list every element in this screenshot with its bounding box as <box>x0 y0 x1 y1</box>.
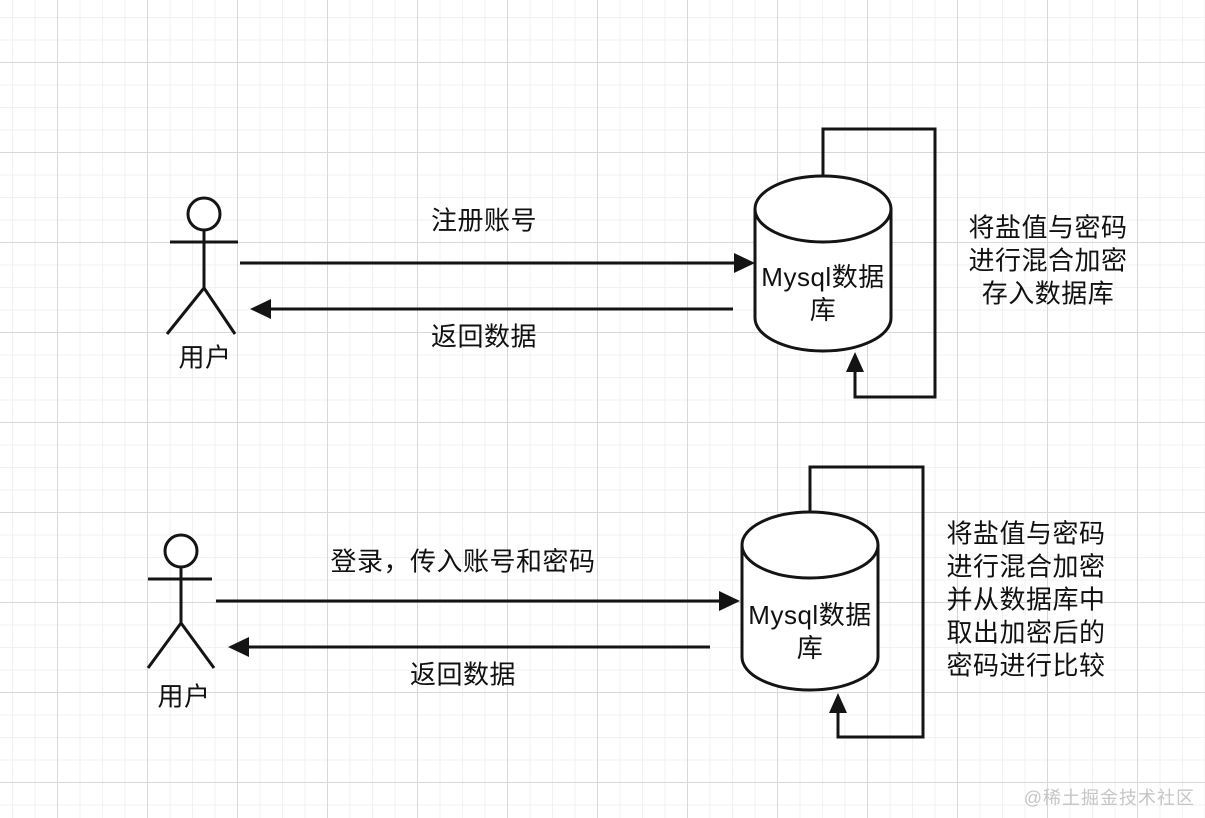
register-actor-label: 用户 <box>178 342 232 373</box>
annotation-line: 并从数据库中 <box>946 584 1106 615</box>
database-self-loop-arrow <box>810 467 923 737</box>
database-label-line: Mysql数据 <box>748 600 872 630</box>
annotation-line: 进行混合加密 <box>946 551 1106 582</box>
login-annotation: 将盐值与密码 进行混合加密 并从数据库中 取出加密后的 密码进行比较 <box>946 518 1105 683</box>
annotation-line: 将盐值与密码 <box>946 518 1106 549</box>
request-arrow <box>216 591 740 611</box>
request-arrow <box>240 253 755 273</box>
actor-stick-figure <box>148 535 214 668</box>
response-arrow <box>228 637 710 657</box>
database-label-line: 库 <box>809 295 837 325</box>
login-database-label: Mysql数据 库 <box>748 599 871 665</box>
register-request-label: 注册账号 <box>430 205 538 236</box>
juejin-watermark: @稀土掘金技术社区 <box>1023 788 1195 808</box>
actor-stick-figure <box>167 198 238 334</box>
response-arrow <box>250 299 733 319</box>
register-response-label: 返回数据 <box>430 321 538 352</box>
annotation-line: 将盐值与密码 <box>968 212 1128 243</box>
annotation-line: 取出加密后的 <box>946 617 1106 648</box>
annotation-line: 进行混合加密 <box>968 245 1128 276</box>
annotation-line: 存入数据库 <box>981 278 1115 309</box>
login-request-label: 登录，传入账号和密码 <box>330 546 596 577</box>
database-label-line: Mysql数据 <box>761 262 885 292</box>
register-flow-shapes <box>167 129 935 397</box>
database-label-line: 库 <box>796 633 824 663</box>
register-database-label: Mysql数据 库 <box>761 261 884 327</box>
database-self-loop-arrow <box>823 129 935 397</box>
database-cylinder <box>742 512 878 690</box>
login-actor-label: 用户 <box>157 681 211 712</box>
login-flow-shapes <box>148 467 923 737</box>
register-annotation: 将盐值与密码 进行混合加密 存入数据库 <box>968 212 1127 311</box>
annotation-line: 密码进行比较 <box>946 650 1106 681</box>
login-response-label: 返回数据 <box>409 659 517 690</box>
database-cylinder <box>755 176 891 351</box>
